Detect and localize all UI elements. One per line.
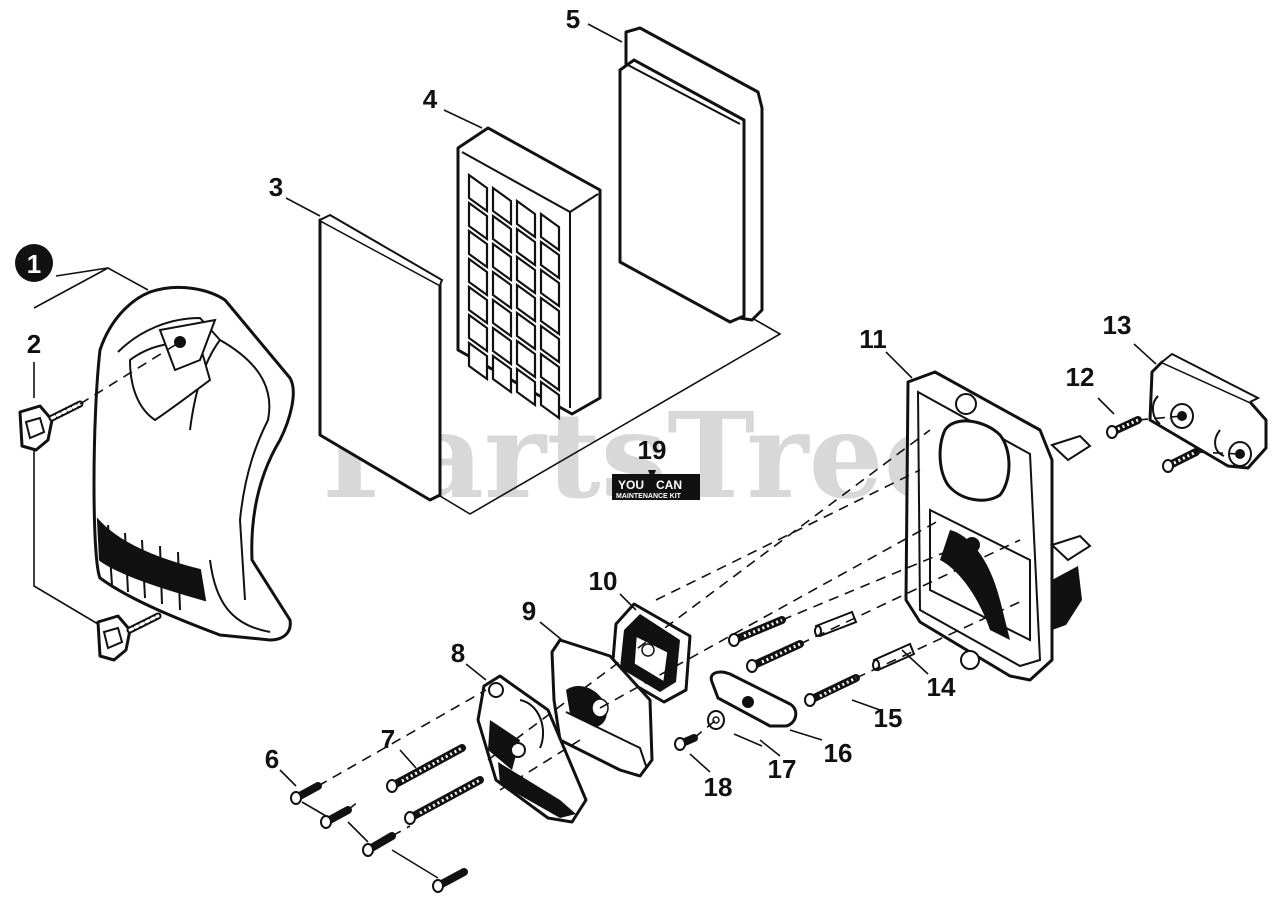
part-13-bracket[interactable]	[1148, 352, 1268, 470]
filter-grid-cell	[539, 295, 561, 337]
filter-grid-cell	[467, 312, 489, 354]
part-16-plate[interactable]	[709, 670, 798, 728]
callout-9[interactable]: 9	[522, 596, 536, 626]
filter-grid-cell	[491, 297, 513, 339]
callout-3[interactable]: 3	[269, 172, 283, 202]
callout-11[interactable]: 11	[859, 324, 887, 354]
callout-10[interactable]: 10	[589, 566, 618, 596]
part-15-screw-1[interactable]	[728, 616, 786, 647]
kit-badge-line2: CAN	[656, 478, 682, 492]
filter-grid-cell	[539, 211, 561, 253]
filter-grid-cell	[515, 254, 537, 296]
filter-grid-cell	[491, 269, 513, 311]
callout-2[interactable]: 2	[27, 329, 41, 359]
part-15-screw-3[interactable]	[804, 674, 860, 707]
callout-5[interactable]: 5	[566, 4, 580, 34]
callout-numbers: 1 2 3 4 5 6 7 8 9 10 11 12 13 14 15 16 1…	[15, 4, 1131, 802]
assembly-lines	[79, 341, 1241, 837]
filter-grid-cell	[539, 351, 561, 393]
kit-bracket	[439, 317, 782, 515]
filter-grid-cell	[467, 200, 489, 242]
filter-grid-cell	[491, 185, 513, 227]
part-18-screw[interactable]	[674, 734, 698, 751]
filter-grid-cell	[515, 366, 537, 408]
callout-15[interactable]: 15	[874, 703, 903, 733]
part-6-screw-3[interactable]	[362, 832, 396, 857]
part-11-air-cleaner-base[interactable]	[904, 370, 1092, 682]
filter-grid-cell	[467, 340, 489, 382]
kit-badge-line3: MAINTENANCE KIT	[616, 493, 682, 500]
part-1-air-cleaner-cover[interactable]	[92, 285, 295, 642]
filter-grid-cell	[467, 284, 489, 326]
part-2-bottom-knob[interactable]	[96, 612, 162, 662]
filter-grid-cell	[467, 172, 489, 214]
callout-8[interactable]: 8	[451, 638, 465, 668]
callout-1[interactable]: 1	[27, 249, 41, 279]
callout-16[interactable]: 16	[824, 738, 853, 768]
maintenance-kit-badge: YOU CAN MAINTENANCE KIT	[612, 470, 700, 500]
part-6-screw-1[interactable]	[290, 782, 322, 805]
part-7-screw-upper[interactable]	[386, 744, 466, 793]
callout-18[interactable]: 18	[704, 772, 733, 802]
part-6-screw-2[interactable]	[320, 806, 352, 829]
filter-grid-cell	[491, 213, 513, 255]
callout-14[interactable]: 14	[927, 672, 956, 702]
part-5-filter[interactable]	[618, 26, 764, 324]
callout-12[interactable]: 12	[1066, 362, 1095, 392]
callout-1-circle	[15, 244, 53, 282]
filter-grid-cell	[467, 256, 489, 298]
filter-grid-cell	[515, 226, 537, 268]
callout-13[interactable]: 13	[1103, 310, 1132, 340]
filter-grid-cell	[515, 198, 537, 240]
callout-6[interactable]: 6	[265, 744, 279, 774]
filter-grid-cell	[515, 282, 537, 324]
part-14-pin-lower[interactable]	[872, 642, 916, 672]
filter-grid-cell	[491, 353, 513, 395]
part-3-pre-filter[interactable]	[318, 213, 444, 502]
callout-7[interactable]: 7	[381, 724, 395, 754]
filter-grid-cell	[467, 228, 489, 270]
filter-grid-cell	[491, 325, 513, 367]
part-15-screw-2[interactable]	[746, 640, 804, 673]
part-12-screw-upper[interactable]	[1106, 416, 1142, 439]
part-7-screw-lower[interactable]	[404, 776, 484, 825]
part-17-washer[interactable]	[707, 710, 725, 730]
filter-grid-cell	[539, 323, 561, 365]
filter-grid	[467, 172, 561, 421]
callout-4[interactable]: 4	[423, 84, 438, 114]
callout-17[interactable]: 17	[768, 754, 797, 784]
kit-badge-line1: YOU	[618, 478, 644, 492]
filter-grid-cell	[539, 379, 561, 421]
filter-grid-cell	[515, 338, 537, 380]
filter-grid-cell	[539, 267, 561, 309]
part-12-screw-lower[interactable]	[1162, 448, 1200, 473]
leader-lines	[33, 23, 1157, 879]
part-6-screw-4[interactable]	[432, 868, 468, 893]
part-8-cover[interactable]	[476, 674, 588, 824]
part-14-pin-upper[interactable]	[814, 610, 858, 638]
part-2-top-knob[interactable]	[18, 400, 84, 452]
filter-grid-cell	[515, 310, 537, 352]
filter-grid-cell	[491, 241, 513, 283]
callout-19[interactable]: 19	[638, 435, 667, 465]
filter-grid-cell	[539, 239, 561, 281]
part-4-air-filter[interactable]	[456, 126, 602, 421]
